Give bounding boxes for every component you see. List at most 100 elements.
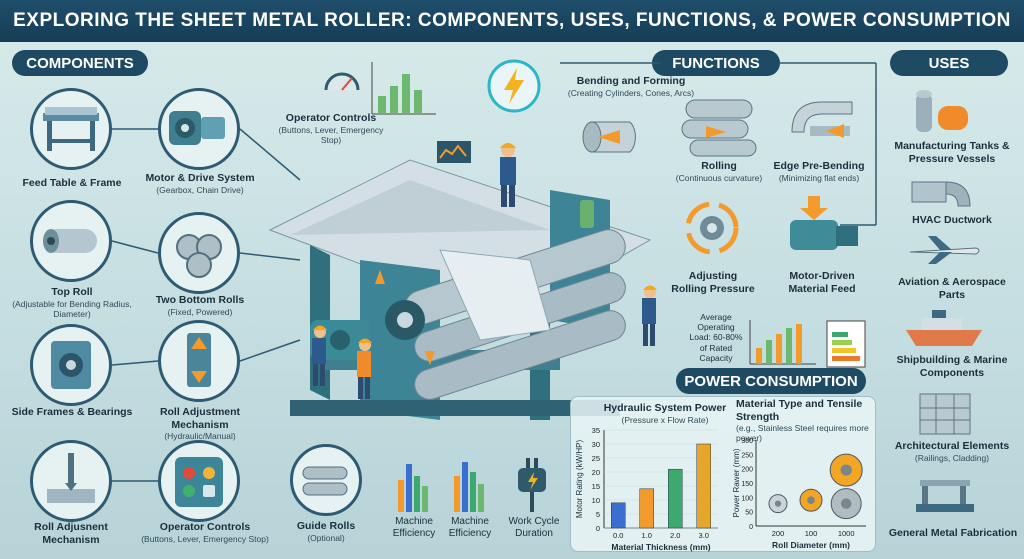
machine-efficiency-2: Machine Efficiency xyxy=(448,516,492,539)
motor-driven-feed-icon xyxy=(790,196,858,250)
component-top-roll: Top Roll(Adjustable for Bending Radius, … xyxy=(12,286,132,319)
x-axis-label: Roll Diameter (mm) xyxy=(772,540,850,550)
x-tick-label: 3.0 xyxy=(699,531,709,540)
x-tick-label: 100 xyxy=(805,529,818,538)
ship-icon xyxy=(906,310,982,346)
use-tanks: Manufacturing Tanks & Pressure Vessels xyxy=(894,140,1010,165)
architectural-icon xyxy=(919,393,971,435)
x-axis-label: Material Thickness (mm) xyxy=(611,542,710,552)
y-tick-label: 0 xyxy=(749,524,753,531)
x-tick-label: 1000 xyxy=(838,529,855,538)
adjusting-pressure-icon xyxy=(685,201,739,255)
feed-table-illustration xyxy=(30,88,112,170)
bar xyxy=(611,502,626,529)
use-shipbuilding: Shipbuilding & Marine Components xyxy=(896,354,1008,379)
use-hvac: HVAC Ductwork xyxy=(912,214,992,226)
roll-disc-center xyxy=(807,496,815,505)
load-bar-chart-icon xyxy=(749,320,816,365)
y-tick-label: 10 xyxy=(592,496,600,505)
y-axis-label: Power Rawer (mm) xyxy=(732,448,741,517)
machine-efficiency-1-chart-icon xyxy=(398,464,428,512)
y-tick-label: 25 xyxy=(592,454,600,463)
function-edge-pre-bending: Edge Pre-Bending(Minimizing flat ends) xyxy=(773,160,865,183)
y-tick-label: 20 xyxy=(592,468,600,477)
y-tick-label: 5 xyxy=(596,510,600,519)
x-tick-label: 2.0 xyxy=(670,531,680,540)
hvac-duct-icon xyxy=(911,181,971,207)
y-tick-label: 100 xyxy=(741,495,753,502)
guide-rolls-illustration xyxy=(290,444,362,516)
component-motor-drive: Motor & Drive System(Gearbox, Chain Driv… xyxy=(145,172,255,195)
component-operator-controls: Operator Controls(Buttons, Lever, Emerge… xyxy=(141,521,269,544)
function-adjusting-pressure: Adjusting Rolling Pressure xyxy=(671,270,755,295)
y-tick-label: 300 xyxy=(741,438,753,445)
x-tick-label: 200 xyxy=(772,529,785,538)
x-tick-label: 1.0 xyxy=(642,531,652,540)
use-architectural: Architectural Elements(Railings, Claddin… xyxy=(894,440,1010,463)
y-tick-label: 150 xyxy=(741,481,753,488)
rolling-icon xyxy=(681,99,757,157)
y-tick-label: 15 xyxy=(592,482,600,491)
roll-adjustment-illustration-left xyxy=(30,440,112,522)
bar xyxy=(696,443,711,529)
side-frames-illustration xyxy=(30,324,112,406)
y-tick-label: 0 xyxy=(596,524,600,533)
bottom-rolls-illustration xyxy=(158,212,240,294)
top-roll-illustration xyxy=(30,200,112,282)
load-note: Average Operating Load: 60-80% of Rated … xyxy=(689,312,743,363)
use-aviation: Aviation & Aerospace Parts xyxy=(898,276,1006,301)
functions-header: FUNCTIONS xyxy=(652,50,780,76)
component-roll-adjusnent: Roll Adjusnent Mechanism xyxy=(34,521,108,546)
component-side-frames: Side Frames & Bearings xyxy=(11,406,133,418)
energy-label-icon xyxy=(826,320,866,368)
y-axis-label: Motor Rating (kW/HP) xyxy=(575,440,584,519)
function-bending-forming: Bending and Forming(Creating Cylinders, … xyxy=(567,75,695,98)
roll-adjustment-illustration xyxy=(158,320,240,402)
component-feed-table: Feed Table & Frame xyxy=(22,177,122,189)
component-bottom-rolls: Two Bottom Rolls(Fixed, Powered) xyxy=(155,294,245,317)
roll-disc-center xyxy=(840,498,852,509)
cylinder-bending-icon xyxy=(582,121,636,153)
y-tick-label: 200 xyxy=(741,467,753,474)
operator-controls-illustration xyxy=(158,440,240,522)
component-roll-adjustment: Roll Adjustment Mechanism(Hydraulic/Manu… xyxy=(159,406,241,442)
edge-pre-bending-icon xyxy=(791,101,853,138)
uses-header: USES xyxy=(890,50,1008,76)
operator-controls-top: Operator Controls(Buttons, Lever, Emerge… xyxy=(278,112,384,145)
motor-drive-illustration xyxy=(158,88,240,170)
power-consumption-header: POWER CONSUMPTION xyxy=(676,368,866,394)
component-guide-rolls: Guide Rolls(Optional) xyxy=(296,520,356,543)
machine-efficiency-2-chart-icon xyxy=(454,462,484,512)
fabrication-icon xyxy=(916,480,974,512)
mini-bar-chart-icon xyxy=(371,62,436,115)
y-tick-label: 30 xyxy=(592,440,600,449)
chart2-title-block: Material Type and Tensile Strength(e.g.,… xyxy=(736,398,869,444)
components-header: COMPONENTS xyxy=(12,50,148,76)
sheet-metal-roller-machine xyxy=(268,143,657,420)
bar xyxy=(668,468,683,529)
bar xyxy=(639,488,654,529)
machine-efficiency-1: Machine Efficiency xyxy=(392,516,436,539)
monitor-chart-icon xyxy=(437,141,471,163)
chart1-title-block: Hydraulic System Power(Pressure x Flow R… xyxy=(603,402,727,425)
lightning-bolt-icon xyxy=(487,59,541,113)
roll-disc-center xyxy=(840,464,852,476)
work-cycle-duration: Work Cycle Duration xyxy=(508,516,560,539)
function-rolling: Rolling(Continuous curvature) xyxy=(675,160,763,183)
function-motor-driven-feed: Motor-Driven Material Feed xyxy=(788,270,856,295)
roll-disc-center xyxy=(774,500,782,507)
y-tick-label: 35 xyxy=(592,426,600,435)
x-tick-label: 0.0 xyxy=(613,531,623,540)
y-tick-label: 50 xyxy=(745,510,753,517)
gauge-icon xyxy=(324,72,360,91)
page-title: EXPLORING THE SHEET METAL ROLLER: COMPON… xyxy=(0,0,1024,42)
tanks-icon xyxy=(916,90,968,132)
y-tick-label: 250 xyxy=(741,452,753,459)
use-general-fabrication: General Metal Fabrication xyxy=(888,527,1018,539)
airplane-icon xyxy=(909,236,980,264)
plug-icon xyxy=(518,458,546,512)
